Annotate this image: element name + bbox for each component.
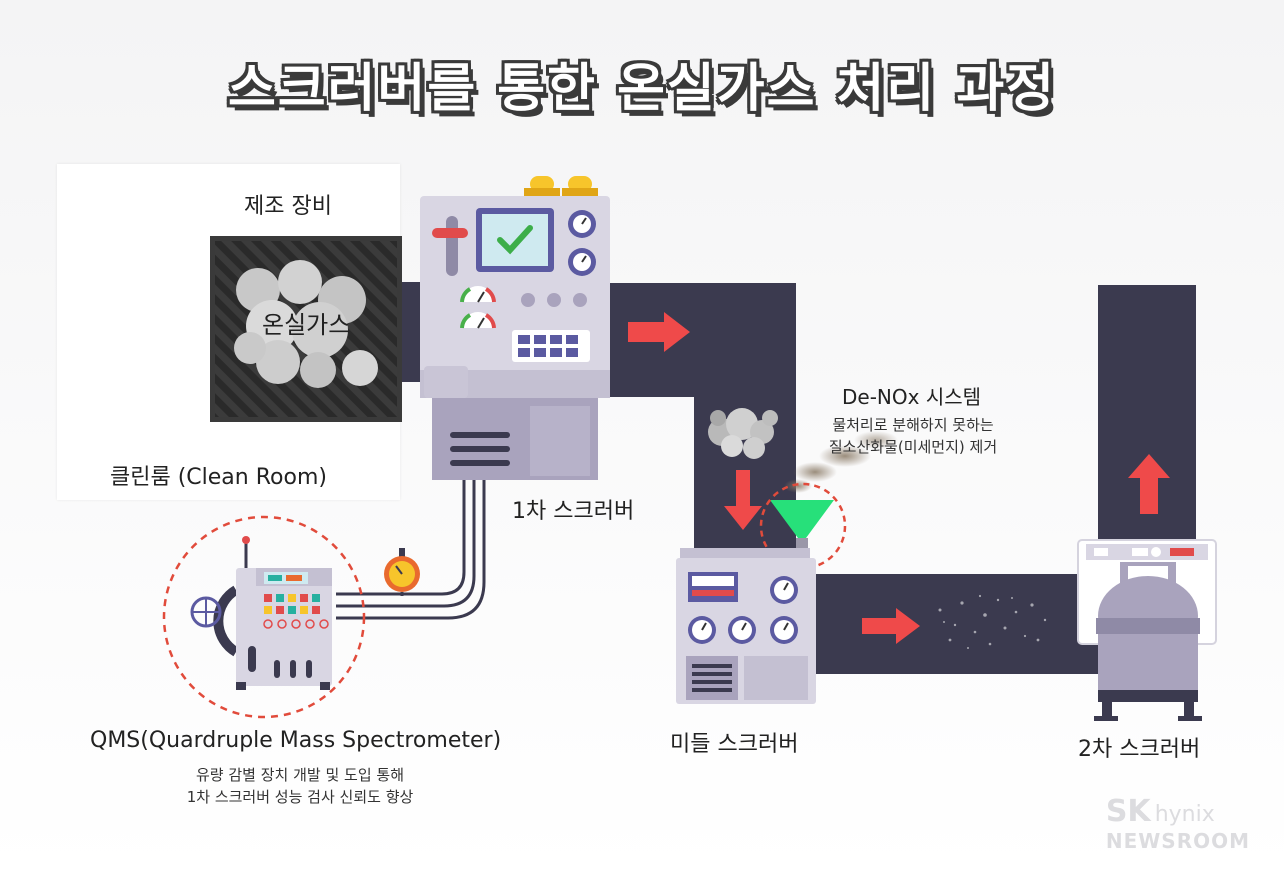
scrubber-1-label: 1차 스크러버 <box>512 499 635 524</box>
equipment-chamber <box>210 236 402 422</box>
sample-tubes <box>336 480 486 620</box>
clean-room-label: 클린룸 (Clean Room) <box>110 465 327 490</box>
scrubber-2-label: 2차 스크러버 <box>1078 737 1201 762</box>
gas-cloud <box>234 260 378 388</box>
arrow-up-icon <box>1128 454 1170 514</box>
arrow-down-icon <box>724 470 762 530</box>
particles <box>938 594 1047 649</box>
denox-fumes <box>784 431 898 493</box>
smoke-cloud <box>708 408 778 459</box>
middle-scrubber-label: 미들 스크러버 <box>670 732 799 757</box>
qms-desc-line1: 유량 감별 장치 개발 및 도입 통해 <box>195 766 404 784</box>
scrubber-1-machine <box>420 176 610 480</box>
middle-scrubber-machine <box>676 548 816 704</box>
denox-desc-line1: 물처리로 분해하지 못하는 <box>832 416 994 434</box>
denox-description: 물처리로 분해하지 못하는 질소산화물(미세먼지) 제거 <box>788 414 1038 458</box>
qms-desc-line2: 1차 스크러버 성능 검사 신뢰도 향상 <box>186 788 414 806</box>
duct-horizontal-bottom <box>812 574 1102 674</box>
pressure-gauge-icon <box>384 548 420 596</box>
greenhouse-gas-label: 온실가스 <box>262 311 351 339</box>
logo-brand: SK <box>1105 794 1151 829</box>
qms-description: 유량 감별 장치 개발 및 도입 통해 1차 스크러버 성능 검사 신뢰도 향상 <box>140 764 460 808</box>
qms-title: QMS(Quardruple Mass Spectrometer) <box>90 728 502 753</box>
scrubber-2-machine <box>1077 539 1217 721</box>
logo-newsroom: NEWSROOM <box>1105 829 1250 853</box>
arrow-right-icon <box>862 608 920 644</box>
qms-machine <box>162 515 366 719</box>
page-title: 스크러버를 통한 온실가스 처리 과정 <box>227 59 1056 119</box>
arrow-right-icon <box>628 312 690 352</box>
denox-desc-line2: 질소산화물(미세먼지) 제거 <box>828 438 998 456</box>
denox-title: De-NOx 시스템 <box>842 385 982 409</box>
logo-sub: hynix <box>1154 802 1215 827</box>
manufacturing-equipment-label: 제조 장비 <box>244 194 332 219</box>
flow-arrows <box>628 312 1170 644</box>
duct-exhaust-up <box>1098 285 1196 570</box>
